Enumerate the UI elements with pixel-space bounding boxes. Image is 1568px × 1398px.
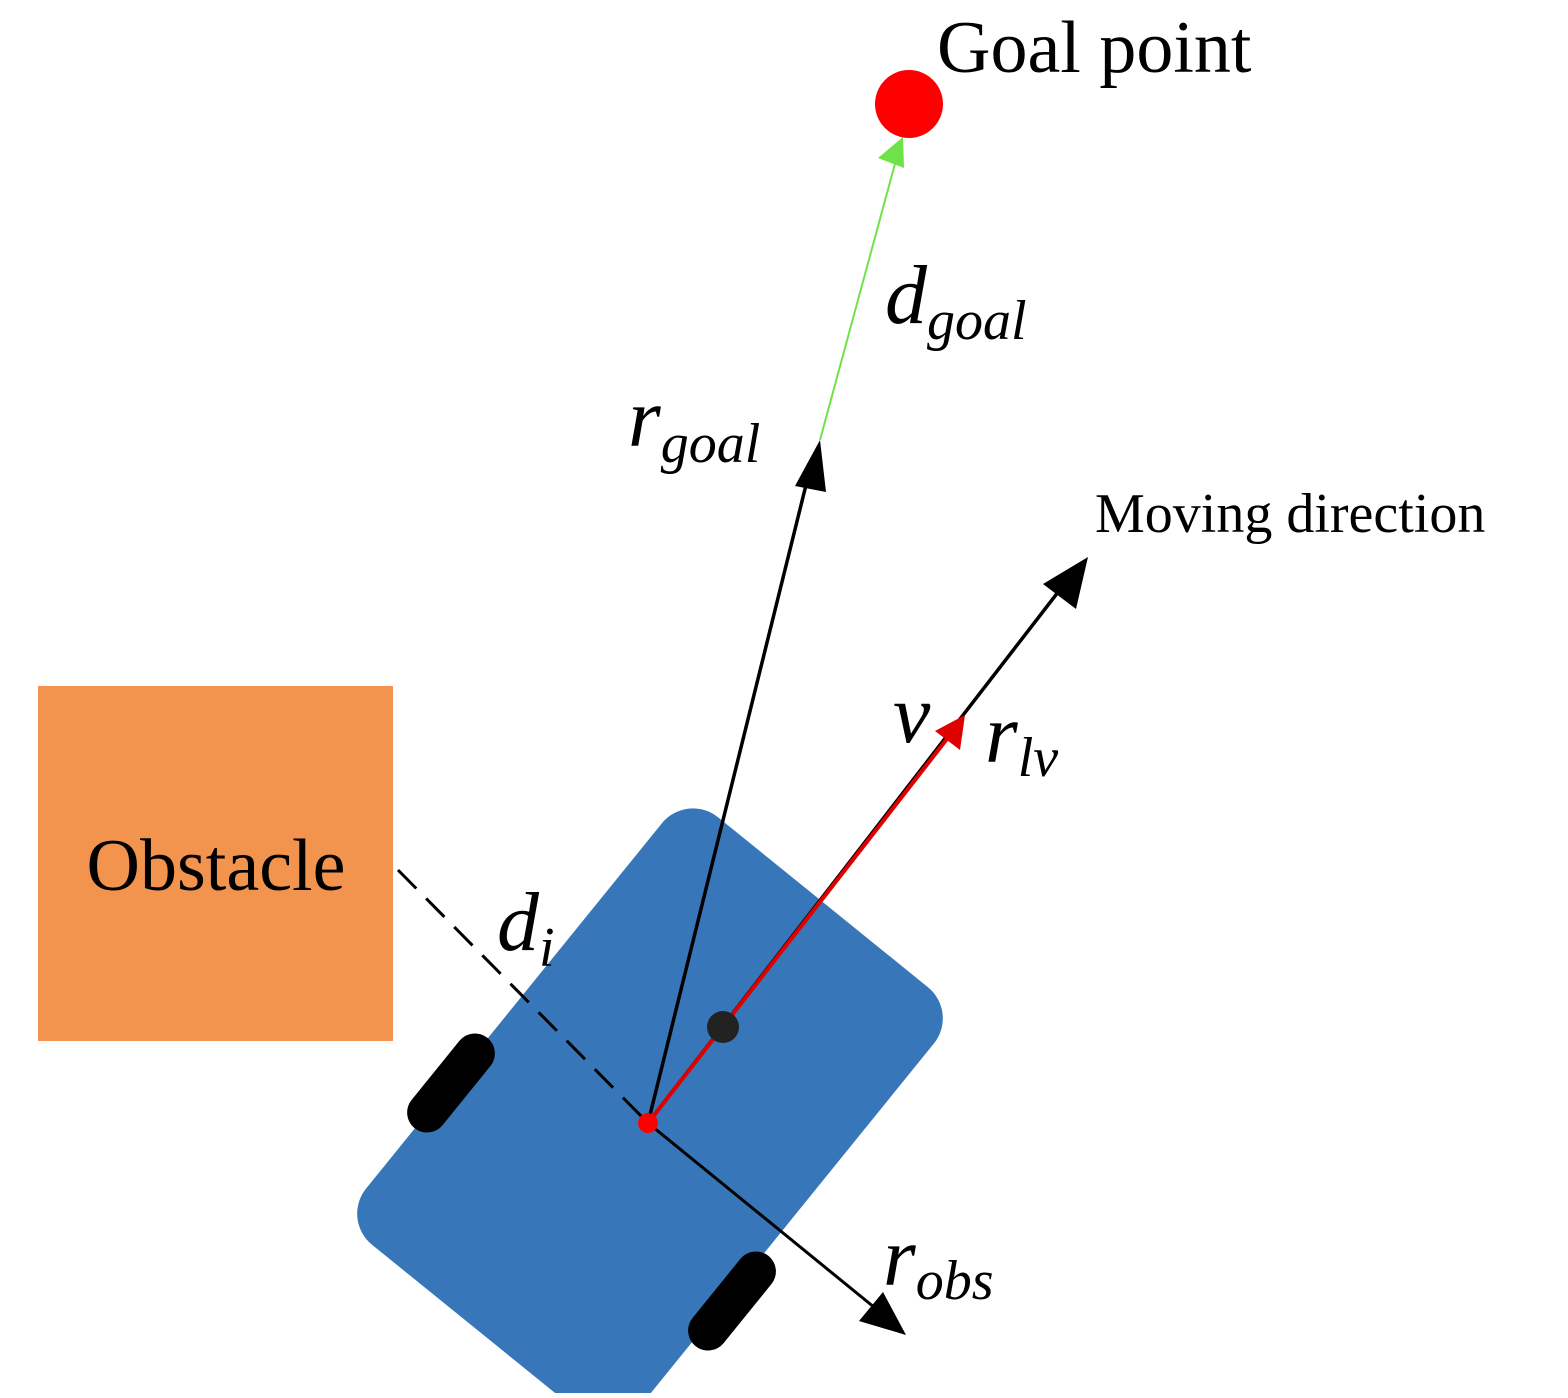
wheel-left: [407, 1033, 495, 1133]
velocity-arrow: [646, 715, 965, 1125]
moving-direction-label: Moving direction: [1095, 483, 1485, 545]
v-label: v: [893, 668, 931, 761]
wheel-right: [688, 1251, 776, 1351]
r-lv-label: rlv: [985, 688, 1058, 789]
d-goal-label: dgoal: [885, 249, 1027, 352]
r-goal-label: rgoal: [628, 372, 760, 475]
robot: [357, 808, 943, 1398]
goal-point-label: Goal point: [937, 7, 1252, 89]
goal-point-marker: [875, 70, 943, 138]
r-obs-label: robs: [883, 1211, 994, 1312]
goal-distance-arrow: [819, 137, 904, 441]
d-i-label: di: [497, 876, 555, 979]
robot-origin-dot: [638, 1113, 658, 1133]
obstacle-label: Obstacle: [87, 825, 346, 907]
obstacle-block: [38, 686, 393, 1041]
r-goal-arrow: [646, 440, 826, 1124]
obstacle-distance-line: [396, 868, 650, 1125]
robot-center-dot: [707, 1011, 739, 1043]
r-obs-arrow: [647, 1121, 906, 1335]
